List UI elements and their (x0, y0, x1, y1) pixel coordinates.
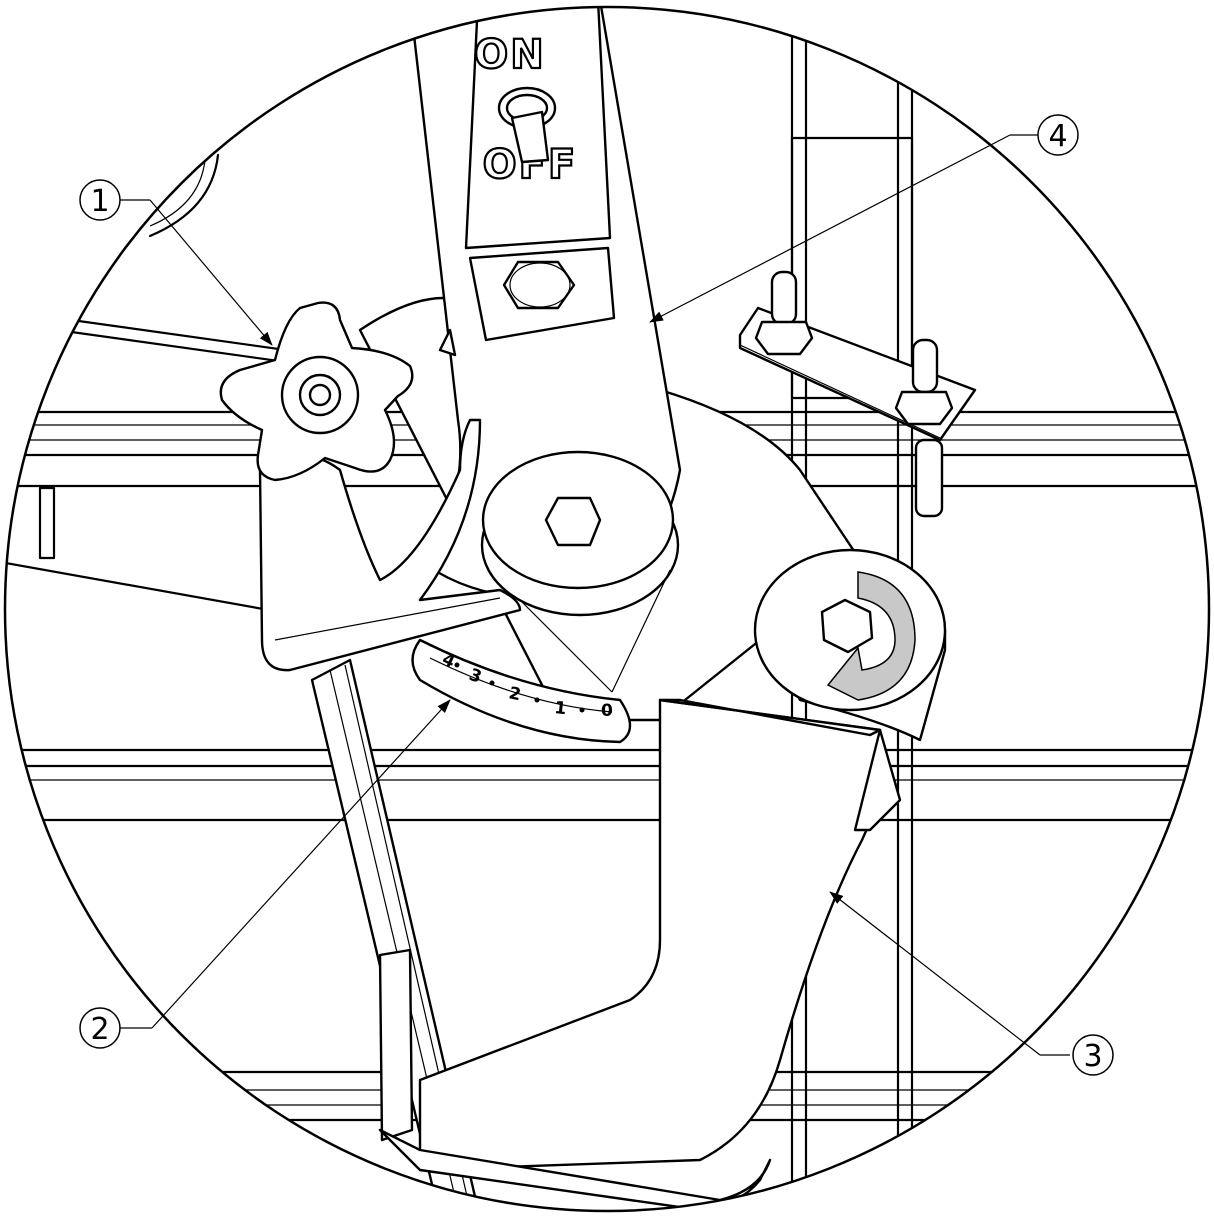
switch-on-label: ON (474, 32, 545, 78)
callout-3: 3 (1072, 1034, 1114, 1076)
hook-plate (378, 698, 902, 1211)
callout-2-label: 2 (90, 1012, 109, 1047)
scale-mark: 0 (601, 701, 613, 721)
callout-1-label: 1 (90, 184, 109, 219)
clamp-bracket (258, 328, 522, 672)
rotate-arrow-icon (826, 571, 916, 701)
leader-lines (120, 134, 1070, 1056)
detail-circle (3, 5, 1211, 1213)
callout-1: 1 (79, 179, 121, 221)
switch-bolt (502, 260, 576, 310)
pivot-washer (480, 450, 680, 693)
adjuster-washer[interactable] (753, 548, 947, 742)
callout-4: 4 (1037, 114, 1079, 156)
scale-mark: 1 (553, 698, 567, 719)
stud-bracket (738, 270, 977, 518)
callout-4-label: 4 (1048, 119, 1067, 154)
scale-plate (411, 638, 632, 744)
star-knob[interactable] (219, 301, 414, 482)
callout-2: 2 (79, 1007, 121, 1049)
callout-3-label: 3 (1083, 1039, 1102, 1074)
scale-mark: 2 (507, 683, 523, 705)
toggle-switch[interactable] (497, 86, 557, 164)
